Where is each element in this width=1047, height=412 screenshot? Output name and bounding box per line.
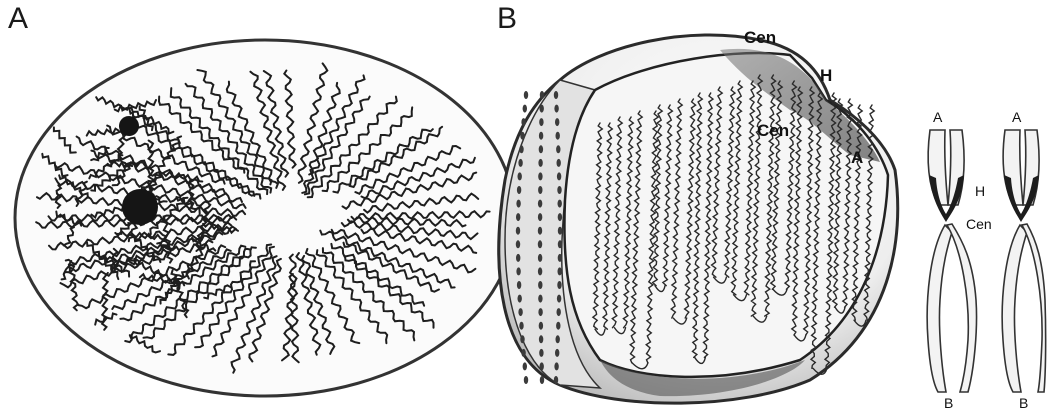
nuclear-pore <box>516 240 520 248</box>
nuclear-pore <box>557 281 561 289</box>
nuclear-pore <box>516 267 520 275</box>
chromosome-left: A B <box>927 109 976 411</box>
nuclear-pore <box>538 213 542 221</box>
nuclear-pore <box>519 322 523 330</box>
nuclear-pore <box>518 159 522 167</box>
nuclear-pore <box>521 349 525 357</box>
nuclear-pore <box>554 362 558 370</box>
chromosome-right-label-bottom: B <box>1019 395 1028 411</box>
nuclear-pore <box>557 159 561 167</box>
nuclear-pore <box>538 159 542 167</box>
nuclear-pore <box>523 105 527 113</box>
nuclear-pore <box>518 308 522 316</box>
nuclear-pore <box>538 172 542 180</box>
nuclear-pore <box>558 254 562 262</box>
nuclear-pore <box>538 281 542 289</box>
nuclear-pore <box>538 200 542 208</box>
nuclear-pore <box>557 186 561 194</box>
nuclear-pore <box>538 267 542 275</box>
nuclear-pore <box>516 213 520 221</box>
nucleolus-small <box>119 116 139 136</box>
chromosome-right: A B <box>1002 109 1045 411</box>
nuclear-pore <box>555 349 559 357</box>
nuclear-pore <box>538 254 542 262</box>
label-a: A <box>851 148 863 167</box>
nuclear-pore <box>520 132 524 140</box>
nuclear-pore <box>554 376 558 384</box>
nuclear-pore <box>540 105 544 113</box>
nuclear-pore <box>558 213 562 221</box>
nuclear-pore <box>517 186 521 194</box>
nuclear-pore <box>555 118 559 126</box>
nuclear-pore <box>520 335 524 343</box>
nuclear-pore <box>558 267 562 275</box>
label-cen-top: Cen <box>744 28 776 47</box>
nuclear-pore <box>539 118 543 126</box>
nuclear-pore <box>538 240 542 248</box>
chromosome-right-label-top: A <box>1012 109 1022 125</box>
chromosome-left-label-top: A <box>933 109 943 125</box>
nuclear-pore <box>539 322 543 330</box>
nuclear-pore <box>518 295 522 303</box>
nuclear-pore <box>538 308 542 316</box>
nuclear-pore <box>538 227 542 235</box>
nuclear-pore <box>516 200 520 208</box>
nuclear-pore <box>556 322 560 330</box>
nuclear-pore <box>540 91 544 99</box>
label-h: H <box>820 66 832 85</box>
nuclear-pore <box>556 335 560 343</box>
nuclear-pore <box>517 281 521 289</box>
nuclear-pore <box>558 240 562 248</box>
nuclear-pore <box>539 145 543 153</box>
nuclear-pore <box>524 376 528 384</box>
nuclear-pore <box>556 132 560 140</box>
nuclear-pore <box>556 145 560 153</box>
nuclear-pore <box>558 200 562 208</box>
nuclear-pore <box>539 335 543 343</box>
nucleolus-large <box>122 189 158 225</box>
nuclear-pore <box>539 132 543 140</box>
chromosome-label-h: H <box>975 183 985 199</box>
nuclear-pore <box>516 227 520 235</box>
nuclear-pore <box>557 172 561 180</box>
nuclear-pore <box>539 349 543 357</box>
chromosome-label-cen: Cen <box>966 216 992 232</box>
nuclear-pore <box>516 254 520 262</box>
nuclear-pore <box>557 295 561 303</box>
nuclear-pore <box>538 295 542 303</box>
nuclear-pore <box>518 172 522 180</box>
nuclear-pore <box>557 308 561 316</box>
nucleus-b: Cen H Cen A <box>499 28 898 403</box>
nuclear-pore <box>521 118 525 126</box>
label-cen-mid: Cen <box>757 121 789 140</box>
chromosome-left-label-bottom: B <box>944 395 953 411</box>
nuclear-pore <box>524 91 528 99</box>
nuclear-pore <box>554 91 558 99</box>
nuclear-pore <box>558 227 562 235</box>
nuclear-pore <box>519 145 523 153</box>
nuclear-pore <box>538 186 542 194</box>
nuclear-pore <box>554 105 558 113</box>
nuclear-pore <box>523 362 527 370</box>
nucleus-a <box>15 40 515 396</box>
nuclear-pore <box>540 362 544 370</box>
nuclear-pore <box>540 376 544 384</box>
